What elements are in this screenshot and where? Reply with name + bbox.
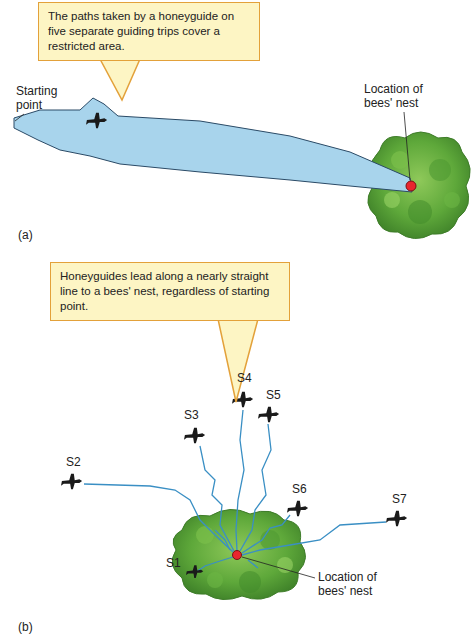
leader-line	[242, 557, 315, 578]
site-label: S4	[237, 371, 261, 385]
panel-b	[61, 392, 407, 600]
callout-pointer	[100, 59, 140, 100]
leader-line	[15, 114, 24, 121]
callout-pointer	[218, 319, 258, 402]
figure-label: (a)	[18, 228, 48, 242]
honeyguide-bird	[184, 428, 205, 444]
honeyguide-bird	[186, 565, 203, 578]
path-area	[14, 98, 412, 192]
bush	[172, 509, 305, 599]
site-label: S1	[166, 556, 186, 570]
callout-box: Honeyguides lead along a nearly straight…	[50, 262, 290, 321]
figure-label: Location of bees' nest	[318, 570, 404, 599]
callout-text: The paths taken by a honeyguide on five …	[48, 9, 250, 54]
callout-box: The paths taken by a honeyguide on five …	[38, 2, 260, 61]
flight-paths	[84, 410, 386, 572]
figure-label: (b)	[18, 620, 48, 634]
site-label: S7	[392, 492, 416, 506]
site-label: S3	[184, 408, 208, 422]
leader-line	[404, 112, 410, 180]
honeyguide-bird	[61, 474, 82, 490]
honeyguide-bird	[86, 113, 107, 129]
site-label: S5	[266, 388, 290, 402]
honeyguide-bird	[258, 407, 279, 423]
site-label: S6	[292, 482, 316, 496]
nest-dot	[233, 551, 242, 560]
honeyguide-bird	[386, 511, 407, 527]
figure-label: Location of bees' nest	[364, 82, 450, 111]
callout-text: Honeyguides lead along a nearly straight…	[60, 269, 280, 314]
panel-a	[14, 98, 470, 239]
honeyguide-bird	[287, 501, 308, 517]
site-label: S2	[66, 455, 90, 469]
nest-dot	[406, 181, 416, 191]
figure-label: Starting point	[16, 84, 76, 113]
